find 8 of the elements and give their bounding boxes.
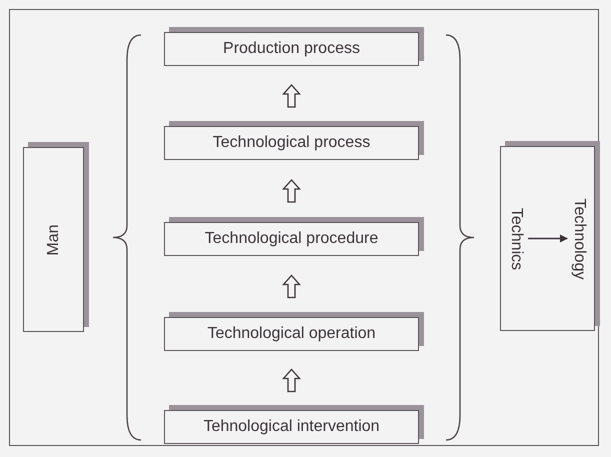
rotated-label: Technics [507, 207, 525, 270]
rotated-label: Technology [570, 198, 588, 279]
block-arrow [282, 274, 301, 298]
rotated-label: Man [44, 224, 62, 256]
arrow [528, 234, 568, 242]
block-arrow [282, 368, 301, 392]
block-arrow [282, 179, 301, 203]
block-arrow [282, 84, 301, 108]
